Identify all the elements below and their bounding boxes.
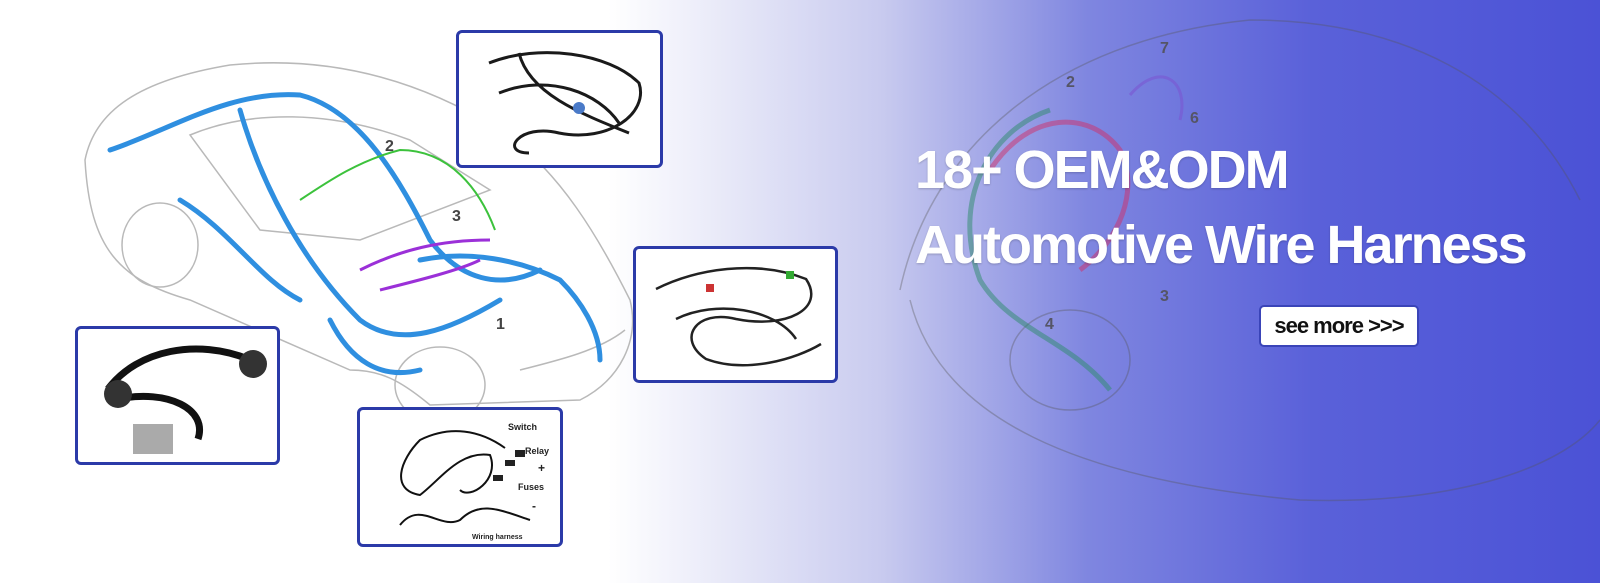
label-switch: Switch — [508, 422, 538, 432]
label-plus: + — [538, 461, 546, 475]
bg-callout-6: 6 — [1190, 110, 1199, 127]
callout-2: 2 — [385, 138, 394, 155]
label-minus: - — [532, 499, 536, 513]
bg-callout-2: 2 — [1066, 74, 1075, 91]
label-fuses: Fuses — [518, 482, 545, 492]
bg-callout-7: 7 — [1160, 40, 1169, 57]
bg-callout-4: 4 — [1045, 316, 1054, 333]
product-image-harness-1 — [456, 30, 663, 168]
label-wiring-harness: Wiring harness — [472, 534, 523, 541]
headline-line-1: 18+ OEM&ODM — [915, 140, 1290, 200]
see-more-button[interactable]: see more >>> — [1259, 305, 1419, 347]
wiring-diagram-image: Switch Relay + Fuses - Wiring harness — [357, 407, 563, 547]
label-relay: Relay — [525, 446, 550, 456]
bg-callout-3: 3 — [1160, 288, 1169, 305]
product-image-connector-harness — [75, 326, 280, 465]
product-image-harness-2 — [633, 246, 838, 383]
callout-3: 3 — [452, 208, 461, 225]
headline-line-2: Automotive Wire Harness — [915, 215, 1528, 275]
callout-1: 1 — [496, 316, 505, 333]
